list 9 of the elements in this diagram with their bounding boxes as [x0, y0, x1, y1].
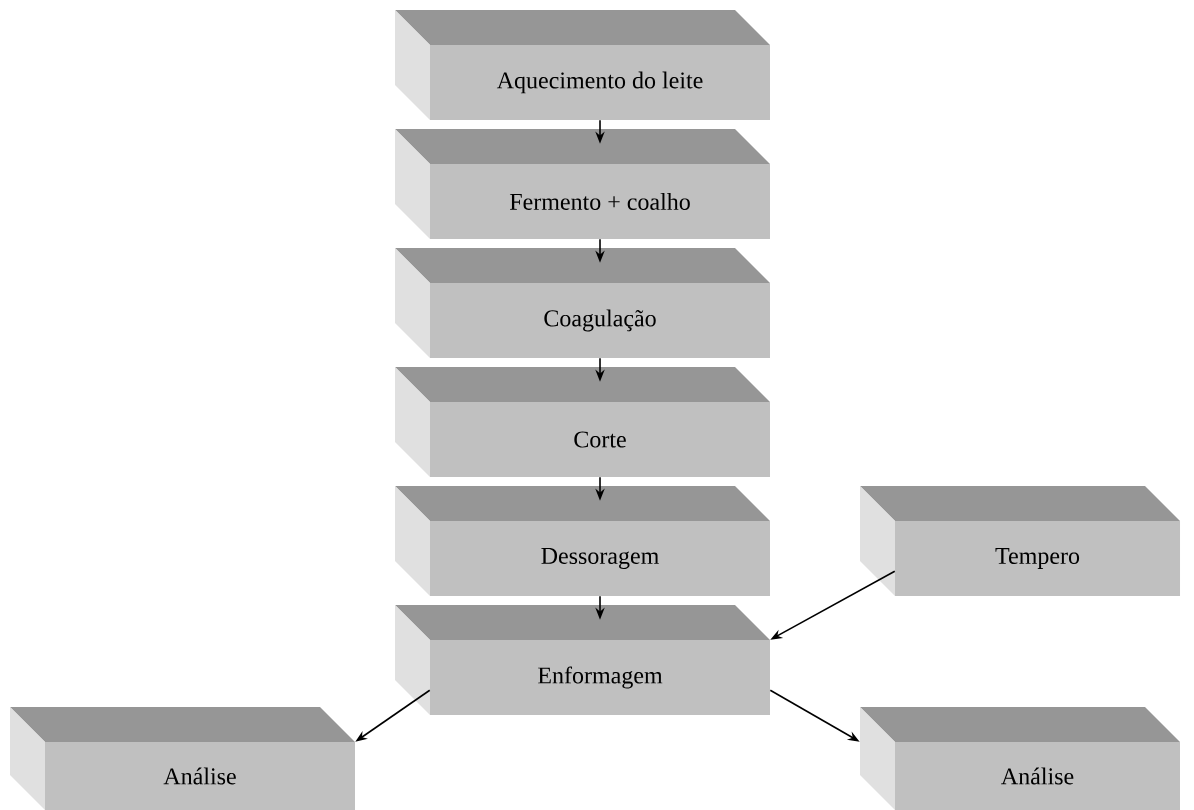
process-block: Enformagem — [395, 605, 770, 715]
process-block: Corte — [395, 367, 770, 477]
process-block: Coagulação — [395, 248, 770, 358]
process-block: Tempero — [860, 486, 1180, 596]
process-block: Análise — [860, 707, 1180, 810]
process-block: Fermento + coalho — [395, 129, 770, 239]
process-block: Análise — [10, 707, 355, 810]
process-block: Dessoragem — [395, 486, 770, 596]
process-block: Aquecimento do leite — [395, 10, 770, 120]
